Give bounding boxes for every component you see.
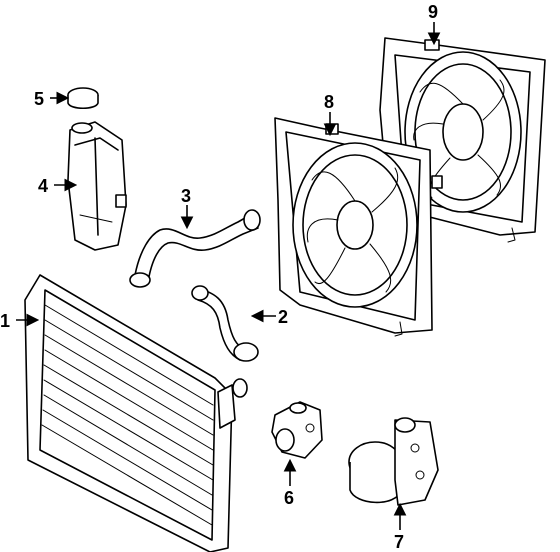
radiator[interactable]	[24, 274, 248, 552]
callout-9: 9	[427, 2, 441, 46]
callout-3: 3	[180, 186, 194, 230]
callout-7-label: 7	[394, 532, 404, 552]
callout-6: 6	[283, 458, 297, 508]
upper-radiator-hose[interactable]	[129, 209, 261, 288]
callout-4-label: 4	[38, 176, 48, 196]
callout-6-label: 6	[284, 488, 294, 508]
callout-4: 4	[38, 176, 78, 196]
callout-9-label: 9	[428, 2, 438, 22]
water-pump[interactable]	[348, 417, 439, 506]
callout-1: 1	[0, 311, 40, 331]
callout-8: 8	[323, 92, 337, 137]
lower-radiator-hose[interactable]	[191, 285, 259, 362]
fan-shroud-front[interactable]	[274, 117, 433, 337]
thermostat[interactable]	[271, 401, 323, 459]
expansion-tank[interactable]	[67, 121, 127, 251]
callout-2-label: 2	[278, 307, 288, 327]
callout-3-label: 3	[181, 186, 191, 206]
callout-5: 5	[34, 89, 70, 109]
reservoir-cap[interactable]	[67, 87, 99, 110]
callout-2: 2	[250, 307, 288, 327]
callout-8-label: 8	[324, 92, 334, 112]
callout-5-label: 5	[34, 89, 44, 109]
callout-7: 7	[393, 502, 407, 552]
callout-1-label: 1	[0, 311, 10, 331]
